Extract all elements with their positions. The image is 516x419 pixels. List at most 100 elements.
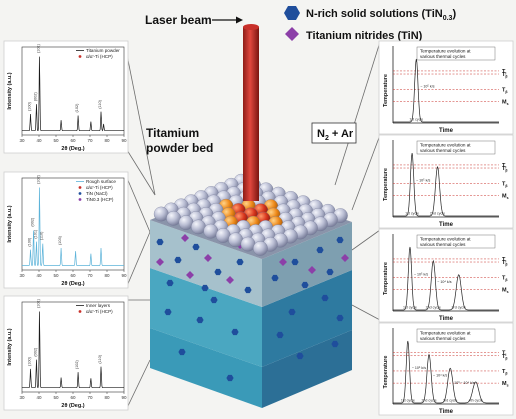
thermal-level-label: Tl: [502, 257, 506, 264]
thermal-cycle-label: 2nd cycle: [421, 399, 436, 403]
tin03-hexagon: [196, 316, 204, 324]
thermal-level-symbol: T: [502, 69, 506, 75]
thermal-level-label: Tβ: [502, 369, 508, 376]
thermal-cycle-label: 3rd cycle: [443, 399, 457, 403]
xrd-xtick-label: 70: [87, 395, 93, 400]
tin03-hexagon: [321, 294, 329, 302]
thermal-level-subscript: β: [505, 278, 508, 282]
xrd-pattern: [22, 56, 124, 132]
thermal-level-subscript: β: [505, 184, 508, 188]
xrd-peak-label: (100): [28, 237, 32, 247]
thermal-cycle-label: 2nd cycle: [430, 212, 445, 216]
xrd-xtick-label: 70: [87, 138, 93, 143]
tin03-hexagon: [210, 296, 218, 304]
thermal-level-label: Ms: [502, 381, 509, 388]
thermal-level-subscript: β: [505, 356, 508, 360]
xrd-legend-marker: [78, 55, 82, 58]
tin-diamond: [226, 276, 234, 284]
xrd-panel-frame: [3, 295, 129, 411]
thermal-ylabel: Temperature: [383, 74, 389, 107]
thermal-level-label: Tβ: [502, 275, 508, 282]
bottom-layer-side: [262, 330, 352, 408]
thermal-level-label: Tl: [502, 351, 506, 358]
thermal-level-subscript: s: [507, 196, 509, 200]
powder-sphere: [153, 206, 169, 222]
thermal-level-subscript: s: [507, 384, 509, 388]
thermal-level-subscript: s: [507, 102, 509, 106]
tin03-hexagon: [231, 328, 239, 336]
xrd-peak-label: (002): [31, 217, 35, 227]
xrd-xtick-label: 40: [36, 395, 42, 400]
legend-item1-sub: 0.3: [443, 15, 453, 22]
tin03-hexagon: [316, 246, 324, 254]
tin03-hexagon: [288, 308, 296, 316]
thermal-ylabel: Temperature: [383, 168, 389, 201]
thermal-level-label: Ms: [502, 288, 509, 295]
xrd-xtick-label: 60: [70, 138, 76, 143]
tin03-hexagon: [214, 268, 222, 276]
thermal-rate-label: ~ 10⁵ k/s: [412, 366, 426, 370]
thermal-level-symbol: T: [502, 163, 506, 169]
thermal-xlabel: Time: [439, 128, 454, 134]
powder-sphere: [166, 210, 181, 226]
thermal-level-symbol: T: [502, 257, 506, 263]
thermal-level-symbol: T: [502, 72, 506, 78]
thermal-title-box: [416, 328, 496, 343]
thermal-curve: [393, 246, 499, 311]
powder-sphere: [178, 215, 194, 230]
thermal-ylabel: Temperature: [383, 262, 389, 295]
thermal-level-symbol: M: [502, 288, 507, 294]
xrd-xtick-label: 80: [104, 138, 110, 143]
thermal-title-line1: Temperature evolution at: [420, 143, 471, 148]
xrd-peak-label: (002): [33, 347, 37, 357]
thermal-level-label: Tβ: [502, 72, 508, 79]
xrd-legend-entry: TiN0.3 (HCP): [86, 197, 114, 202]
xrd-xlabel: 2θ (Deg.): [61, 403, 84, 409]
embedded-particles: [156, 234, 349, 382]
xrd-xlabel: 2θ (Deg.): [61, 146, 84, 152]
thermal-level-symbol: T: [502, 369, 506, 375]
xrd-peak-label: (100): [28, 101, 32, 111]
thermal-curve: [393, 340, 499, 404]
xrd-peak-label: (103): [58, 235, 62, 245]
thermal-level-symbol: T: [502, 181, 506, 187]
thermal-level-label: Ms: [502, 100, 509, 107]
thermal-title-line1: Temperature evolution at: [420, 237, 471, 242]
thermal-xlabel: Time: [439, 409, 454, 415]
tin-diamond: [156, 258, 164, 266]
connector-lines: [126, 41, 381, 409]
xrd-xtick-label: 80: [104, 273, 110, 278]
tin-diamond: [279, 258, 287, 266]
tin03-hexagon: [271, 274, 279, 282]
powder-sphere: [240, 236, 256, 252]
xrd-peak-label: (110): [40, 231, 44, 240]
xrd-peak-label: (110): [98, 99, 102, 108]
legend-item1-end: ): [452, 8, 456, 20]
thermal-level-label: Tβ: [502, 87, 508, 94]
powder-sphere: [253, 241, 268, 256]
thermal-cycle-label: 4th cycle: [469, 399, 483, 403]
xrd-xtick-label: 90: [121, 273, 127, 278]
xrd-panel-frame: [3, 171, 129, 289]
xrd-pattern: [22, 311, 124, 389]
thermal-level-symbol: M: [502, 100, 507, 106]
xrd-peak-label: (100): [28, 356, 32, 366]
tin03-hexagon: [156, 238, 164, 246]
powder-sphere: [228, 232, 243, 248]
thermal-title-line1: Temperature evolution at: [420, 49, 471, 54]
tin03-hexagon: [166, 279, 174, 287]
powder-sphere: [191, 219, 206, 235]
powder-bed-label-line2: powder bed: [146, 141, 213, 155]
thermal-level-label: Tl: [502, 69, 506, 76]
tin03-hexagon: [291, 258, 299, 266]
xrd-xtick-label: 50: [53, 395, 59, 400]
xrd-xtick-label: 30: [19, 395, 25, 400]
xrd-legend-entry: Inner layers: [86, 303, 111, 308]
